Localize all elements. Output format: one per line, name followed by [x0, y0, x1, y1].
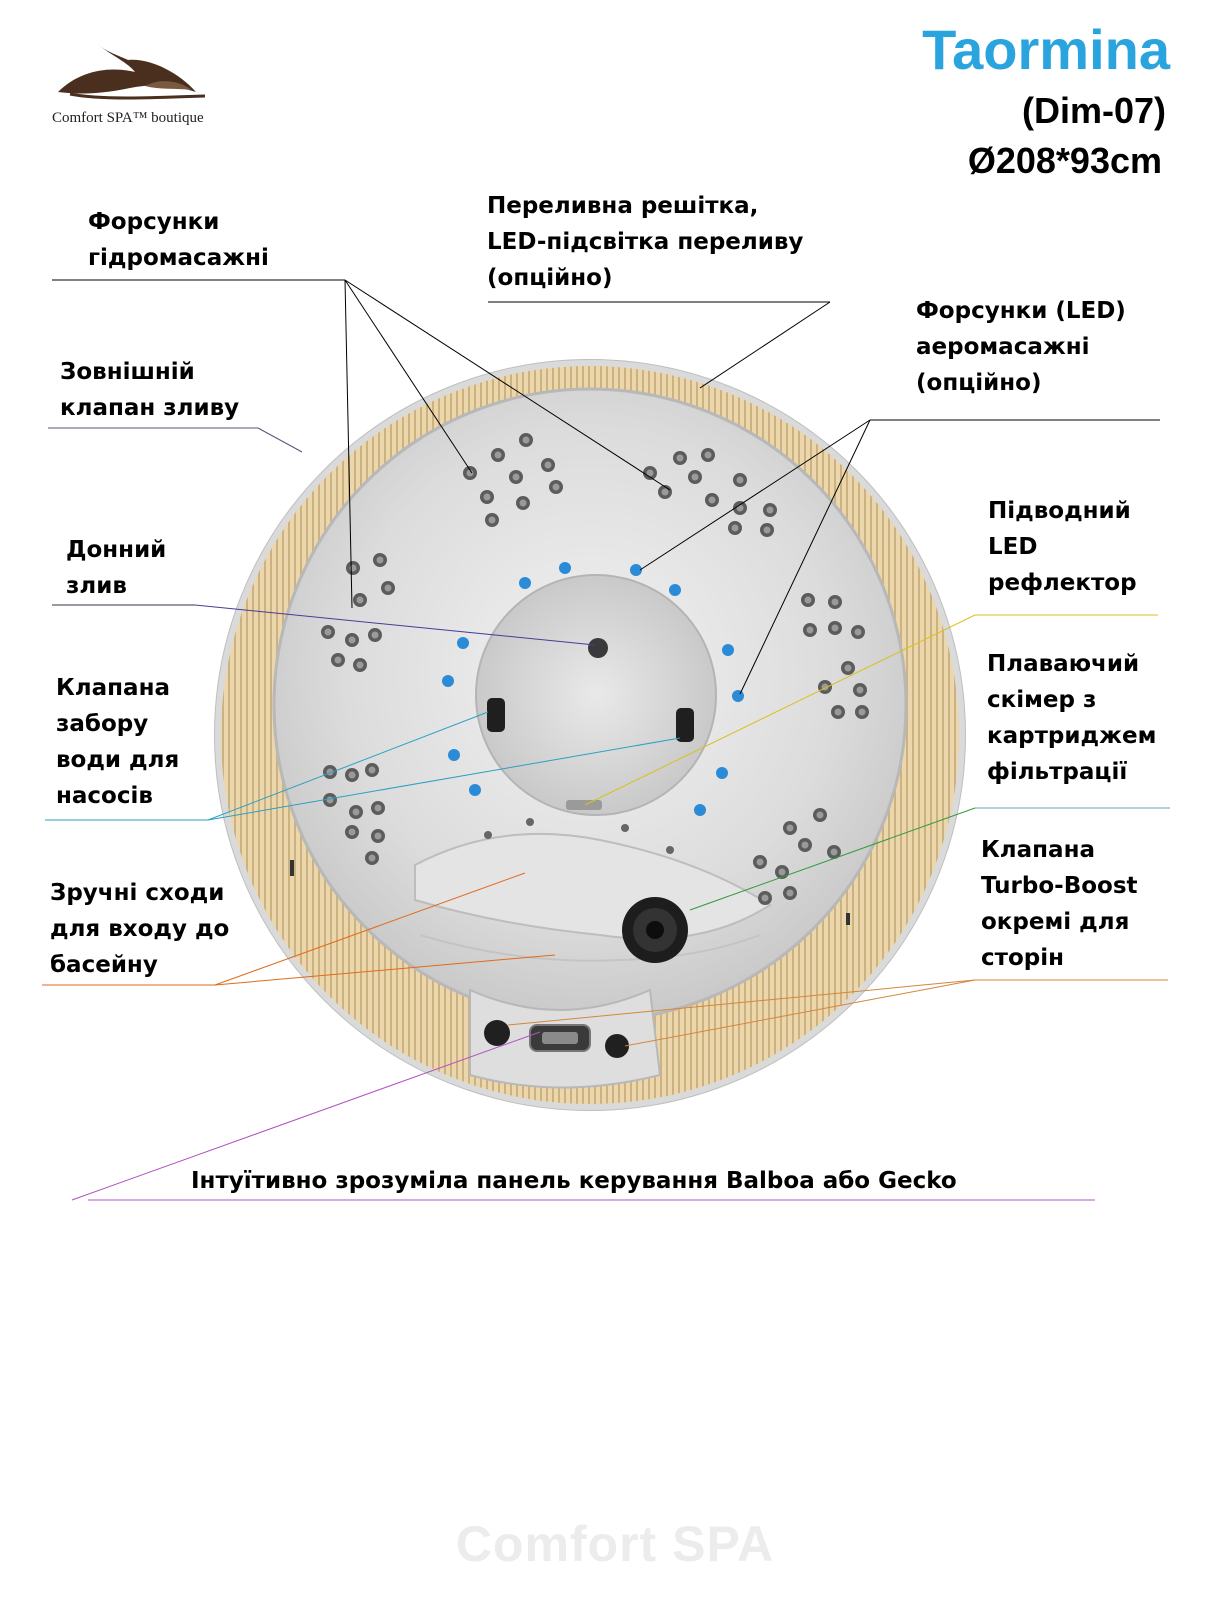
watermark: Comfort SPA [455, 1516, 775, 1572]
led-air-jets [442, 562, 744, 816]
label-overflow: Переливна решітка,LED-підсвітка переливу… [487, 193, 804, 291]
spa-tub [214, 359, 966, 1111]
hydro-jets [321, 433, 869, 905]
brand-tagline: Comfort SPA™ boutique [52, 110, 204, 126]
label-control-panel: Інтуїтивно зрозуміла панель керування Ba… [191, 1168, 957, 1194]
product-title: Taormina [922, 18, 1170, 81]
leader-lines [42, 279, 1170, 1201]
label-air-jets: Форсунки (LED)аеромасажні(опційно) [916, 298, 1126, 396]
orca-logo-icon [58, 44, 206, 100]
product-size: Ø208*93cm [967, 140, 1162, 181]
product-code: (Dim-07) [1021, 90, 1166, 131]
